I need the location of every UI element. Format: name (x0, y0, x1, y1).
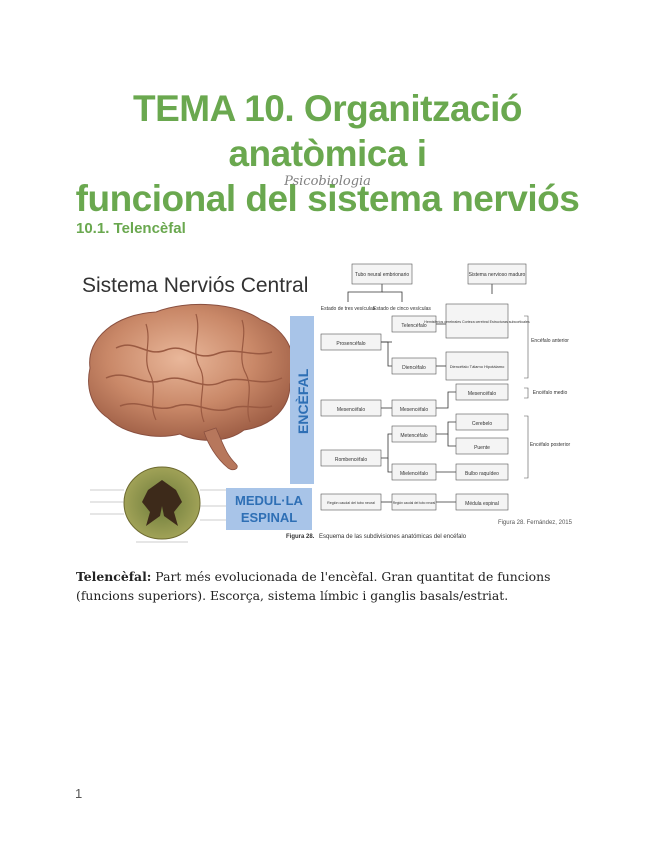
title-line-1: TEMA 10. Organització anatòmica i (132, 88, 523, 174)
medulla-band (226, 488, 312, 530)
paragraph-text: Part més evolucionada de l'encèfal. Gran… (76, 569, 551, 603)
box-puente: Puente (474, 445, 490, 451)
box-metencefalo: Metencéfalo (400, 433, 427, 439)
document-subtitle: Psicobiologia (284, 174, 371, 189)
medulla-label-line2: ESPINAL (241, 510, 297, 525)
box-hemisferios: Hemisferios cerebrales Corteza cerebral … (424, 320, 530, 324)
box-tubo-neural: Tubo neural embrionario (355, 272, 410, 278)
page-number: 1 (75, 786, 83, 801)
label-encefalo-anterior: Encéfalo anterior (531, 338, 569, 344)
box-mesencefalo-b: Mesencéfalo (400, 407, 429, 413)
label-tres-vesiculas: Estado de tres vesículas (321, 306, 376, 312)
figure-caption: Figura 28. Esquema de las subdivisiones … (286, 534, 467, 540)
box-region-caudal-2: Región caudal del tubo neural (393, 501, 436, 505)
box-mesencefalo-c: Mesencéfalo (468, 391, 497, 397)
section-heading: 10.1. Telencèfal (76, 220, 186, 237)
box-rombencefalo: Rombencéfalo (335, 457, 367, 463)
figure-caption-label: Figura 28. (286, 534, 315, 540)
medulla-label-line1: MEDUL·LA (235, 493, 303, 508)
figure-heading: Sistema Nerviós Central (82, 274, 308, 297)
box-mielencefalo: Mielencéfalo (400, 471, 428, 477)
label-cinco-vesiculas: Estado de cinco vesículas (373, 306, 431, 312)
figure-caption-text: Esquema de las subdivisiones anatómicas … (319, 534, 467, 540)
box-bulbo: Bulbo raquídeo (465, 471, 499, 477)
box-diencefalo-detail: Diencéfalo Tálamo Hipotálamo (450, 364, 505, 369)
diagram-connectors (347, 284, 493, 503)
box-region-caudal-1: Región caudal del tubo neural (327, 501, 375, 505)
document-title: TEMA 10. Organització anatòmica i funcio… (40, 86, 615, 221)
box-telencefalo: Telencéfalo (401, 323, 427, 329)
figure-source: Figura 28. Fernández, 2015 (498, 520, 573, 526)
nervous-system-figure: Sistema Nerviós Central ENCÈFAL (76, 258, 586, 550)
title-line-2: funcional del sistema nerviós (75, 178, 580, 219)
body-paragraph: Telencèfal: Part més evolucionada de l'e… (76, 567, 576, 605)
encefal-label: ENCÈFAL (295, 368, 311, 434)
box-mesencefalo-a: Mesencéfalo (337, 407, 366, 413)
box-prosencefalo: Prosencéfalo (336, 341, 365, 347)
box-medula-espinal: Médula espinal (465, 501, 499, 507)
box-cerebelo: Cerebelo (472, 421, 493, 427)
label-encefalo-posterior: Encéfalo posterior (530, 442, 571, 448)
spinal-cord-illustration (90, 466, 226, 543)
encefal-band (290, 316, 314, 484)
box-sistema-nervioso: Sistema nervioso maduro (469, 272, 526, 278)
paragraph-term: Telencèfal: (76, 569, 152, 584)
label-encefalo-medio: Encéfalo medio (533, 390, 568, 396)
region-brackets (524, 315, 529, 479)
box-diencefalo: Diencéfalo (402, 365, 426, 371)
brain-illustration (88, 304, 294, 471)
